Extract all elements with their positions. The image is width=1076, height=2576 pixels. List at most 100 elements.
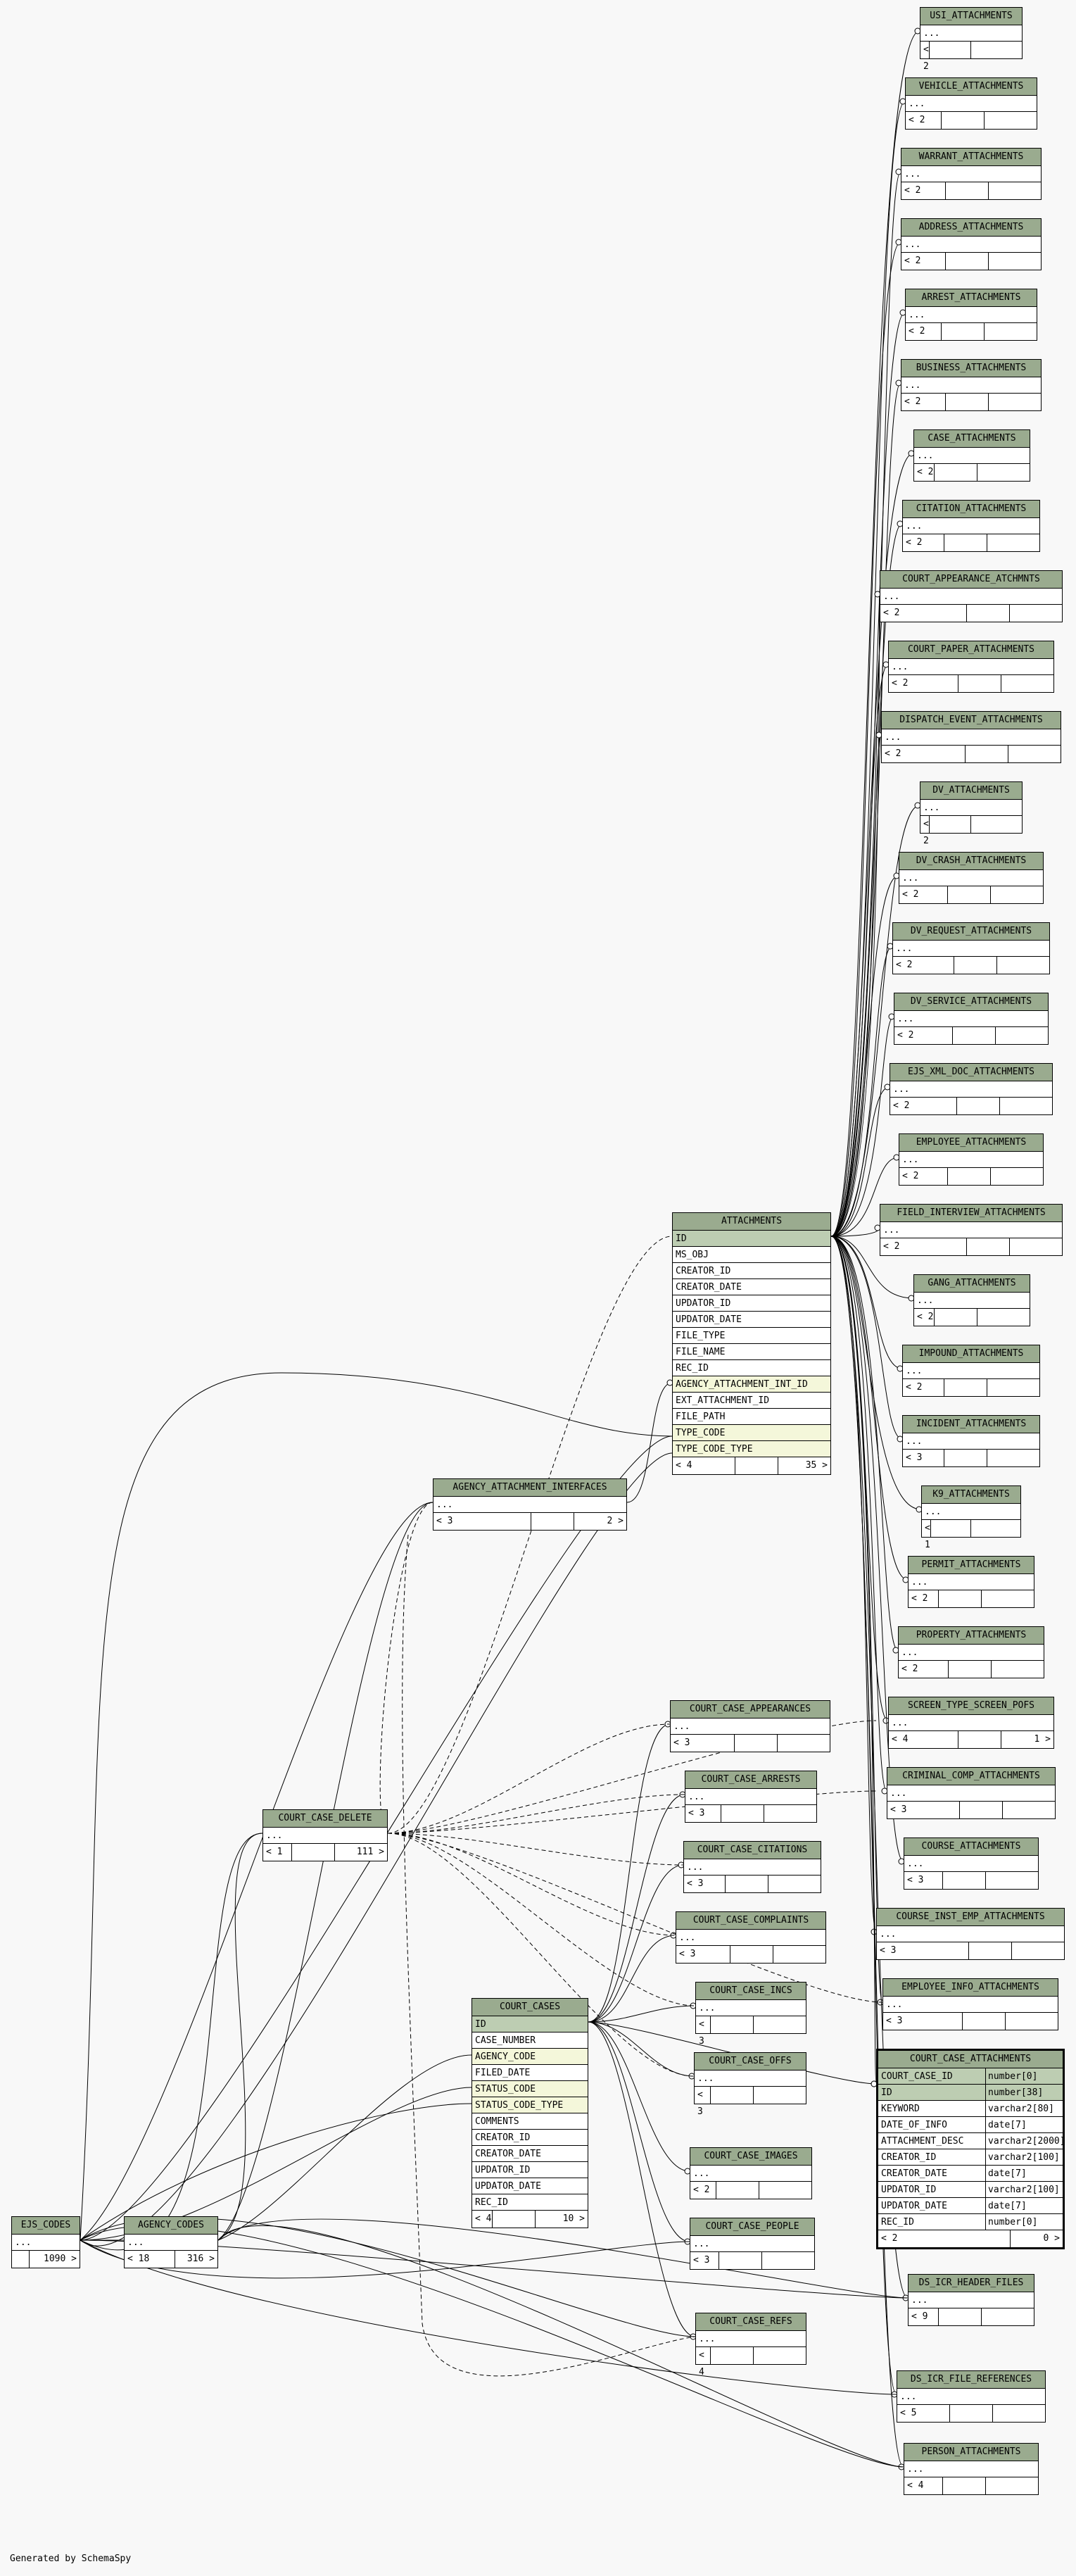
table-dv-crash-attachments[interactable]: DV_CRASH_ATTACHMENTS ... < 2 — [899, 852, 1044, 904]
table-title: COURT_CASE_APPEARANCES — [671, 1701, 830, 1719]
table-court-case-citations[interactable]: COURT_CASE_CITATIONS ... < 3 — [683, 1841, 821, 1893]
table-employee-info-attachments[interactable]: EMPLOYEE_INFO_ATTACHMENTS ... < 3 — [882, 1978, 1058, 2030]
table-court-case-refs[interactable]: COURT_CASE_REFS ... < 4 — [695, 2313, 806, 2377]
table-impound-attachments[interactable]: IMPOUND_ATTACHMENTS ... < 2 — [902, 1345, 1040, 1397]
table-court-appearance-atchmnts[interactable]: COURT_APPEARANCE_ATCHMNTS ... < 2 — [880, 570, 1063, 622]
table-employee-attachments[interactable]: EMPLOYEE_ATTACHMENTS ... < 2 — [899, 1133, 1044, 1186]
relationship-edge — [387, 1794, 685, 1834]
table-person-attachments[interactable]: PERSON_ATTACHMENTS ... < 4 — [904, 2443, 1039, 2495]
table-title: CASE_ATTACHMENTS — [914, 430, 1030, 448]
table-court-case-images[interactable]: COURT_CASE_IMAGES ... < 2 — [690, 2147, 812, 2199]
table-gang-attachments[interactable]: GANG_ATTACHMENTS ... < 2 — [913, 1274, 1030, 1326]
table-columns-collapsed: ... — [883, 1997, 1058, 2013]
table-columns-collapsed: ... — [894, 1011, 1048, 1027]
table-footer: < 3 — [887, 1802, 1055, 1818]
table-title: GANG_ATTACHMENTS — [914, 1275, 1030, 1293]
table-ejs-codes[interactable]: EJS_CODES ... 1090 > — [11, 2216, 80, 2268]
table-court-case-complaints[interactable]: COURT_CASE_COMPLAINTS ... < 3 — [676, 1911, 826, 1964]
relationship-edge — [588, 1935, 676, 2023]
table-title: ARREST_ATTACHMENTS — [906, 289, 1037, 307]
table-column: EXT_ATTACHMENT_ID — [673, 1393, 830, 1409]
table-court-case-people[interactable]: COURT_CASE_PEOPLE ... < 3 — [690, 2218, 815, 2270]
table-court-case-offs[interactable]: COURT_CASE_OFFS ... < 3 — [694, 2052, 806, 2117]
table-ds-icr-file-references[interactable]: DS_ICR_FILE_REFERENCES ... < 5 — [897, 2370, 1046, 2423]
table-criminal-comp-attachments[interactable]: CRIMINAL_COMP_ATTACHMENTS ... < 3 — [887, 1767, 1056, 1819]
table-column: COMMENTS — [472, 2113, 588, 2130]
table-incident-attachments[interactable]: INCIDENT_ATTACHMENTS ... < 3 — [902, 1415, 1040, 1467]
table-course-attachments[interactable]: COURSE_ATTACHMENTS ... < 3 — [904, 1837, 1039, 1890]
table-title: DS_ICR_HEADER_FILES — [909, 2275, 1034, 2292]
table-k9-attachments[interactable]: K9_ATTACHMENTS ... < 1 — [921, 1485, 1021, 1550]
table-business-attachments[interactable]: BUSINESS_ATTACHMENTS ... < 2 — [901, 359, 1042, 411]
table-court-case-appearances[interactable]: COURT_CASE_APPEARANCES ... < 3 — [670, 1700, 830, 1752]
table-columns-collapsed: ... — [695, 2071, 806, 2087]
relationship-edge — [588, 2005, 696, 2023]
table-warrant-attachments[interactable]: WARRANT_ATTACHMENTS ... < 2 — [901, 148, 1042, 200]
table-column: FILE_TYPE — [673, 1328, 830, 1344]
table-columns-collapsed: ... — [901, 237, 1041, 253]
table-ds-icr-header-files[interactable]: DS_ICR_HEADER_FILES ... < 9 — [908, 2274, 1034, 2326]
table-citation-attachments[interactable]: CITATION_ATTACHMENTS ... < 2 — [902, 500, 1040, 552]
table-vehicle-attachments[interactable]: VEHICLE_ATTACHMENTS ... < 2 — [905, 77, 1037, 130]
table-title: IMPOUND_ATTACHMENTS — [903, 1345, 1039, 1363]
relationship-edge — [588, 2021, 690, 2242]
table-court-case-incs[interactable]: COURT_CASE_INCS ... < 3 — [695, 1982, 806, 2047]
table-title: INCIDENT_ATTACHMENTS — [903, 1416, 1039, 1433]
relationship-edge — [588, 2021, 695, 2077]
table-columns-collapsed: ... — [904, 2461, 1038, 2477]
table-arrest-attachments[interactable]: ARREST_ATTACHMENTS ... < 2 — [905, 289, 1037, 341]
table-dispatch-event-attachments[interactable]: DISPATCH_EVENT_ATTACHMENTS ... < 2 — [881, 711, 1061, 763]
table-footer: < 2 — [920, 816, 1022, 846]
table-columns-collapsed: ... — [906, 96, 1037, 112]
table-dv-attachments[interactable]: DV_ATTACHMENTS ... < 2 — [920, 781, 1023, 846]
table-title: DS_ICR_FILE_REFERENCES — [897, 2371, 1045, 2389]
relationship-edge — [588, 1864, 684, 2023]
relationship-edge — [830, 875, 899, 1237]
table-title: DV_CRASH_ATTACHMENTS — [899, 853, 1043, 870]
table-case-attachments[interactable]: CASE_ATTACHMENTS ... < 2 — [913, 429, 1030, 482]
table-column: UPDATOR_DATE — [472, 2178, 588, 2194]
table-property-attachments[interactable]: PROPERTY_ATTACHMENTS ... < 2 — [898, 1626, 1044, 1678]
table-footer: < 3 — [671, 1735, 830, 1752]
table-dv-service-attachments[interactable]: DV_SERVICE_ATTACHMENTS ... < 2 — [894, 993, 1049, 1045]
table-footer: < 5 — [897, 2405, 1045, 2422]
table-title: ATTACHMENTS — [673, 1213, 830, 1231]
table-ejs-xml-doc-attachments[interactable]: EJS_XML_DOC_ATTACHMENTS ... < 2 — [890, 1063, 1053, 1115]
table-footer: < 3 — [690, 2252, 814, 2269]
table-title: DV_REQUEST_ATTACHMENTS — [893, 923, 1049, 941]
table-title: CRIMINAL_COMP_ATTACHMENTS — [887, 1768, 1055, 1785]
table-usi-attachments[interactable]: USI_ATTACHMENTS ... < 2 — [920, 7, 1023, 72]
table-court-case-arrests[interactable]: COURT_CASE_ARRESTS ... < 3 — [685, 1771, 817, 1823]
table-columns-collapsed: ... — [903, 1363, 1039, 1379]
table-columns-collapsed: ... — [914, 1293, 1030, 1309]
relationship-edge — [402, 1534, 696, 2377]
table-footer: < 3 — [685, 1805, 816, 1822]
table-title: CITATION_ATTACHMENTS — [903, 501, 1039, 518]
table-dv-request-attachments[interactable]: DV_REQUEST_ATTACHMENTS ... < 2 — [892, 922, 1050, 974]
table-permit-attachments[interactable]: PERMIT_ATTACHMENTS ... < 2 — [908, 1556, 1034, 1608]
relationship-edge — [379, 1502, 433, 1834]
table-columns-collapsed: ... — [897, 2389, 1045, 2405]
relationship-edge — [830, 664, 889, 1237]
table-court-paper-attachments[interactable]: COURT_PAPER_ATTACHMENTS ... < 2 — [888, 641, 1054, 693]
table-address-attachments[interactable]: ADDRESS_ATTACHMENTS ... < 2 — [901, 218, 1042, 270]
table-title: PROPERTY_ATTACHMENTS — [899, 1627, 1044, 1645]
table-course-inst-emp-attachments[interactable]: COURSE_INST_EMP_ATTACHMENTS ... < 3 — [876, 1908, 1065, 1960]
table-title: DISPATCH_EVENT_ATTACHMENTS — [882, 712, 1061, 729]
table-field-interview-attachments[interactable]: FIELD_INTERVIEW_ATTACHMENTS ... < 2 — [880, 1204, 1063, 1256]
table-columns-collapsed: ... — [12, 2235, 80, 2251]
table-column: CREATOR_ID — [673, 1263, 830, 1279]
relationship-edge — [588, 2021, 696, 2337]
table-footer: < 2 — [882, 746, 1061, 762]
table-columns-collapsed: ... — [685, 1789, 816, 1805]
